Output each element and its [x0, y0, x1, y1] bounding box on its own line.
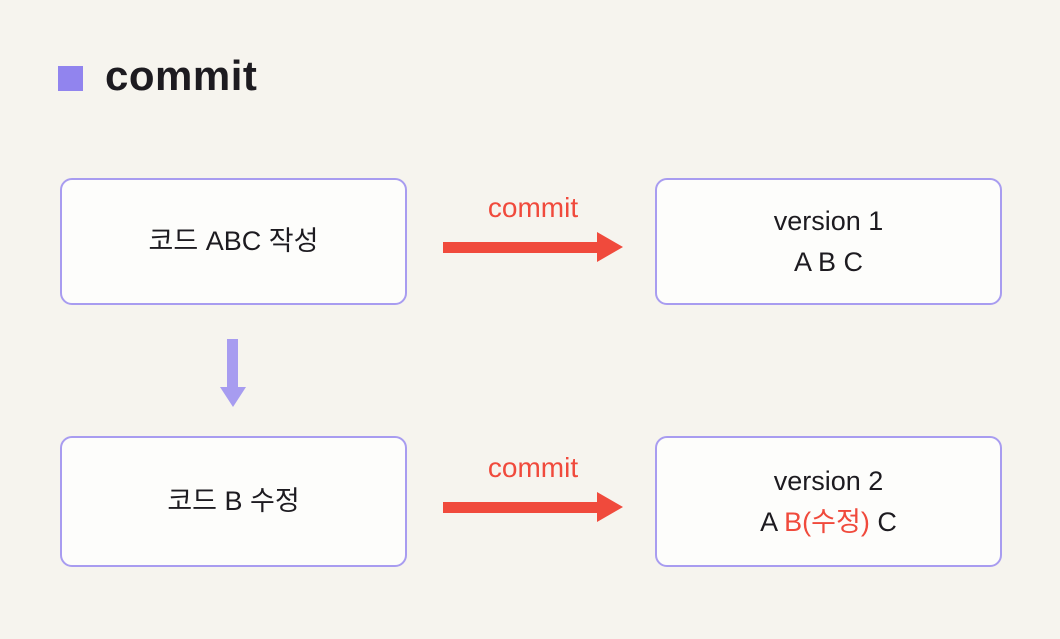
version-2-title: version 2	[773, 465, 884, 496]
version-2-content: A B(수정) C	[760, 502, 897, 543]
page-title: commit	[105, 52, 258, 99]
arrow-head	[220, 387, 246, 407]
arrow-shaft	[443, 242, 598, 253]
title-bullet-square-icon	[58, 65, 83, 91]
down-arrow-icon	[220, 339, 246, 407]
commit-arrow-2-label: commit	[487, 452, 579, 483]
arrow-shaft	[227, 339, 238, 387]
node-code-abc: 코드 ABC 작성	[60, 178, 407, 305]
node-code-b-edit-label: 코드 B 수정	[167, 486, 300, 516]
node-version-2: version 2 A B(수정) C	[655, 436, 1002, 567]
commit-arrow-1-label: commit	[487, 192, 579, 223]
node-code-abc-label: 코드 ABC 작성	[148, 226, 319, 256]
arrow-head	[597, 492, 623, 522]
node-code-b-edit: 코드 B 수정	[60, 436, 407, 567]
commit-arrow-2-icon	[443, 492, 623, 522]
commit-arrow-1-icon	[443, 232, 623, 262]
title-row: commit	[58, 52, 257, 100]
version-2-part-c: C	[869, 506, 897, 537]
version-2-part-a: A	[760, 506, 785, 537]
version-2-part-b-modified: B(수정)	[784, 506, 870, 537]
arrow-shaft	[443, 502, 598, 513]
arrow-head	[597, 232, 623, 262]
version-1-title: version 1	[773, 205, 884, 236]
version-1-content: A B C	[793, 246, 864, 277]
node-version-1: version 1 A B C	[655, 178, 1002, 305]
